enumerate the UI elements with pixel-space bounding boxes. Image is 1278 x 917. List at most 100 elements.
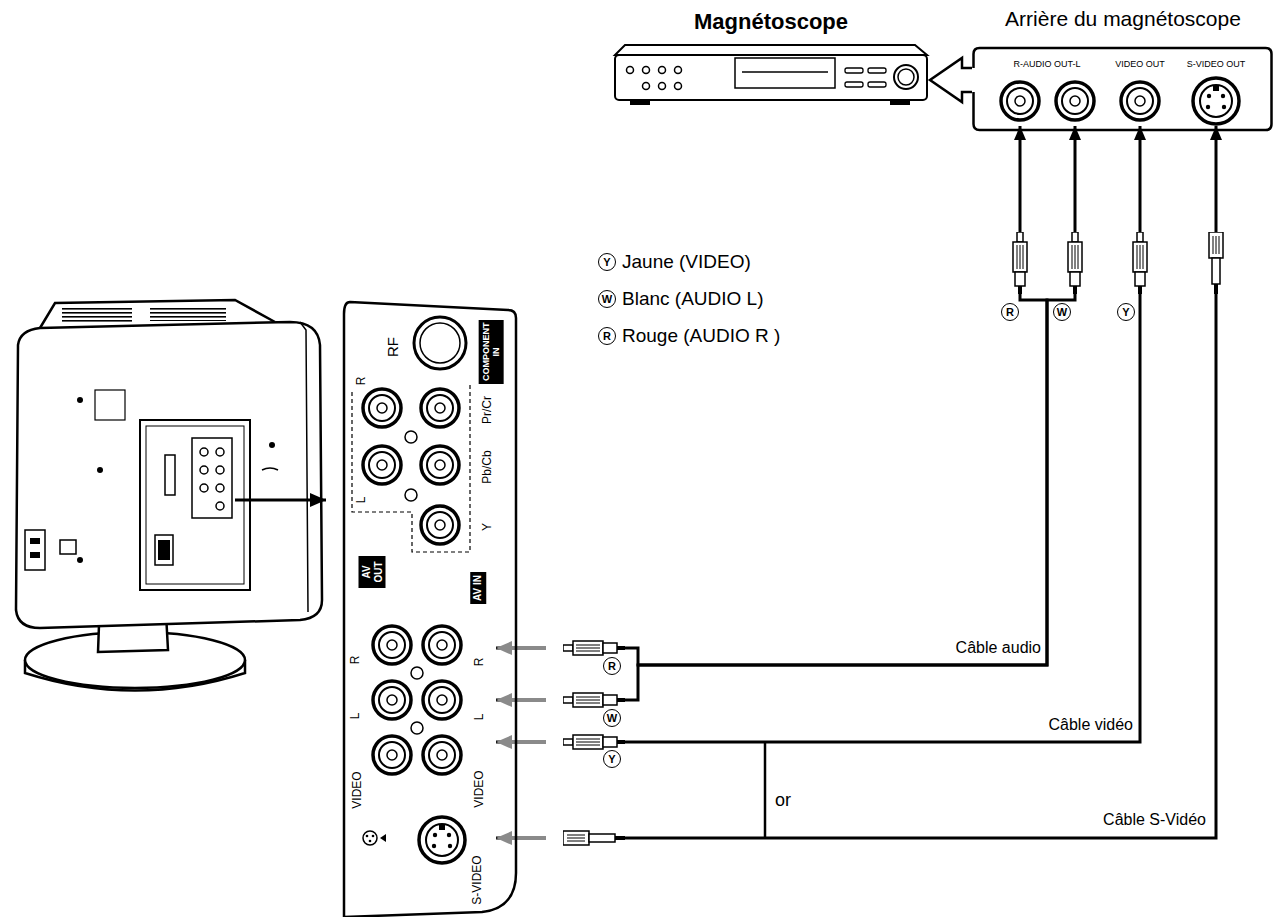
vcr-drawing bbox=[890, 100, 910, 105]
color-code-mark: W bbox=[598, 290, 616, 308]
vcr-drawing bbox=[615, 45, 927, 55]
node-text: Arrière du magnétoscope bbox=[1005, 7, 1241, 31]
vcr-side-plugs bbox=[1013, 232, 1223, 294]
cable bbox=[496, 126, 1140, 742]
color-code-mark: Y bbox=[603, 750, 621, 768]
color-code-mark: W bbox=[1053, 303, 1071, 321]
tv-back-drawing bbox=[269, 442, 275, 448]
vcr-drawing bbox=[735, 58, 835, 88]
vcr-drawing bbox=[868, 68, 886, 73]
tv-panel-jacks bbox=[363, 446, 401, 484]
alternative-bracket bbox=[764, 742, 767, 838]
tv-back-drawing bbox=[77, 397, 83, 403]
tv-back-drawing bbox=[200, 484, 208, 492]
node-text: R bbox=[349, 656, 363, 665]
vcr-side-plugs bbox=[1209, 232, 1223, 294]
jack-group: S-VIDEO OUT bbox=[1182, 56, 1250, 126]
node-text: RF bbox=[384, 337, 401, 357]
tv-side-plugs bbox=[500, 740, 546, 744]
vcr-drawing bbox=[643, 67, 650, 74]
node-text: COMPONENT IN bbox=[479, 320, 504, 384]
color-code-mark: R bbox=[598, 327, 616, 345]
panel-outline bbox=[344, 302, 516, 917]
tv-side-plugs bbox=[563, 735, 625, 749]
vcr-drawing bbox=[615, 55, 927, 100]
vcr-drawing bbox=[894, 65, 918, 89]
vcr-drawing bbox=[675, 83, 682, 90]
cable-label: Câble vidéo bbox=[1047, 716, 1136, 734]
tv-back-drawing bbox=[140, 420, 250, 590]
tv-back-drawing bbox=[216, 502, 224, 510]
alternative-note: or bbox=[773, 790, 793, 811]
vcr-drawing bbox=[627, 67, 634, 74]
tv-panel-jacks bbox=[380, 834, 386, 842]
input-jack: VIDEO bbox=[416, 730, 496, 812]
node-text: Y bbox=[481, 523, 495, 531]
jack-group: R-AUDIO OUT-L bbox=[997, 56, 1097, 126]
cable-group bbox=[496, 58, 1216, 838]
pointer-arrow bbox=[235, 499, 326, 502]
vcr-drawing bbox=[898, 69, 914, 85]
tv-panel-jacks bbox=[352, 385, 470, 552]
node-text: R-AUDIO OUT-L bbox=[1013, 59, 1080, 69]
vcr-jacks bbox=[1121, 82, 1159, 120]
vcr-jacks bbox=[1193, 78, 1239, 124]
tv-back-drawing bbox=[97, 467, 103, 473]
cable-label: Câble S-Vidéo bbox=[1101, 811, 1208, 829]
tv-back-drawing bbox=[216, 484, 224, 492]
tv-panel-jacks bbox=[421, 506, 459, 544]
tv-panel-jacks bbox=[363, 389, 401, 427]
node-text: L bbox=[355, 497, 369, 504]
vcr-drawing bbox=[675, 67, 682, 74]
vcr-drawing bbox=[659, 83, 666, 90]
vcr-drawing bbox=[845, 68, 863, 73]
jack-group: VIDEO OUT bbox=[1112, 56, 1168, 126]
view-arrow bbox=[930, 58, 972, 102]
tv-back-drawing bbox=[95, 390, 125, 420]
node-text: L bbox=[473, 714, 487, 721]
tv-back-drawing bbox=[158, 540, 170, 560]
panel-outline bbox=[340, 298, 520, 917]
node-text: Pr/Cr bbox=[481, 396, 495, 424]
tv-panel-jacks bbox=[421, 446, 459, 484]
tv-panel-jacks bbox=[423, 736, 461, 774]
tv-side-plugs bbox=[546, 834, 563, 842]
tv-back-drawing bbox=[16, 300, 322, 691]
tv-back-drawing bbox=[192, 438, 232, 518]
tv-back-drawing bbox=[300, 322, 308, 612]
tv-back-drawing bbox=[30, 552, 40, 558]
tv-panel-jacks bbox=[414, 317, 466, 369]
vcr-jacks bbox=[1001, 78, 1239, 124]
tv-back-drawing bbox=[25, 530, 45, 570]
device-box: Magnétoscope bbox=[612, 8, 930, 110]
tv-panel-jacks bbox=[352, 317, 470, 863]
tv-back-drawing bbox=[60, 540, 76, 554]
legend-entry: Jaune (VIDEO) bbox=[622, 251, 751, 273]
node-text: Magnétoscope bbox=[694, 9, 848, 34]
color-code-mark: W bbox=[603, 709, 621, 727]
node-text: AV OUT bbox=[359, 556, 386, 588]
tv-panel-jacks bbox=[369, 840, 372, 843]
node-text: S-VIDEO OUT bbox=[1187, 59, 1246, 69]
tv-back-drawing bbox=[62, 308, 132, 324]
input-jack: R bbox=[416, 620, 496, 672]
vcr-drawing bbox=[845, 82, 863, 87]
vcr-drawing bbox=[659, 67, 666, 74]
tv-panel-jacks bbox=[366, 835, 369, 838]
cable-label: Câble audio bbox=[954, 639, 1043, 657]
cable bbox=[496, 126, 1216, 838]
cable bbox=[496, 126, 1075, 700]
vcr-jacks bbox=[1001, 82, 1039, 120]
tv-side-plugs bbox=[563, 641, 625, 655]
back-panel: Arrière du magnétoscopeR-AUDIO OUT-L VIDE… bbox=[972, 4, 1274, 132]
vcr-drawing bbox=[615, 45, 927, 105]
color-code-mark: Y bbox=[1117, 303, 1135, 321]
node-text: VIDEO bbox=[473, 770, 487, 807]
node-text: VIDEO OUT bbox=[1115, 59, 1165, 69]
vcr-drawing bbox=[868, 82, 886, 87]
vcr-drawing bbox=[742, 71, 828, 73]
tv-panel-jacks bbox=[419, 817, 465, 863]
tv-panel: RFCOMPONENT INRLPr/CrPb/CbYAV OUTRLVIDEO… bbox=[340, 298, 520, 917]
